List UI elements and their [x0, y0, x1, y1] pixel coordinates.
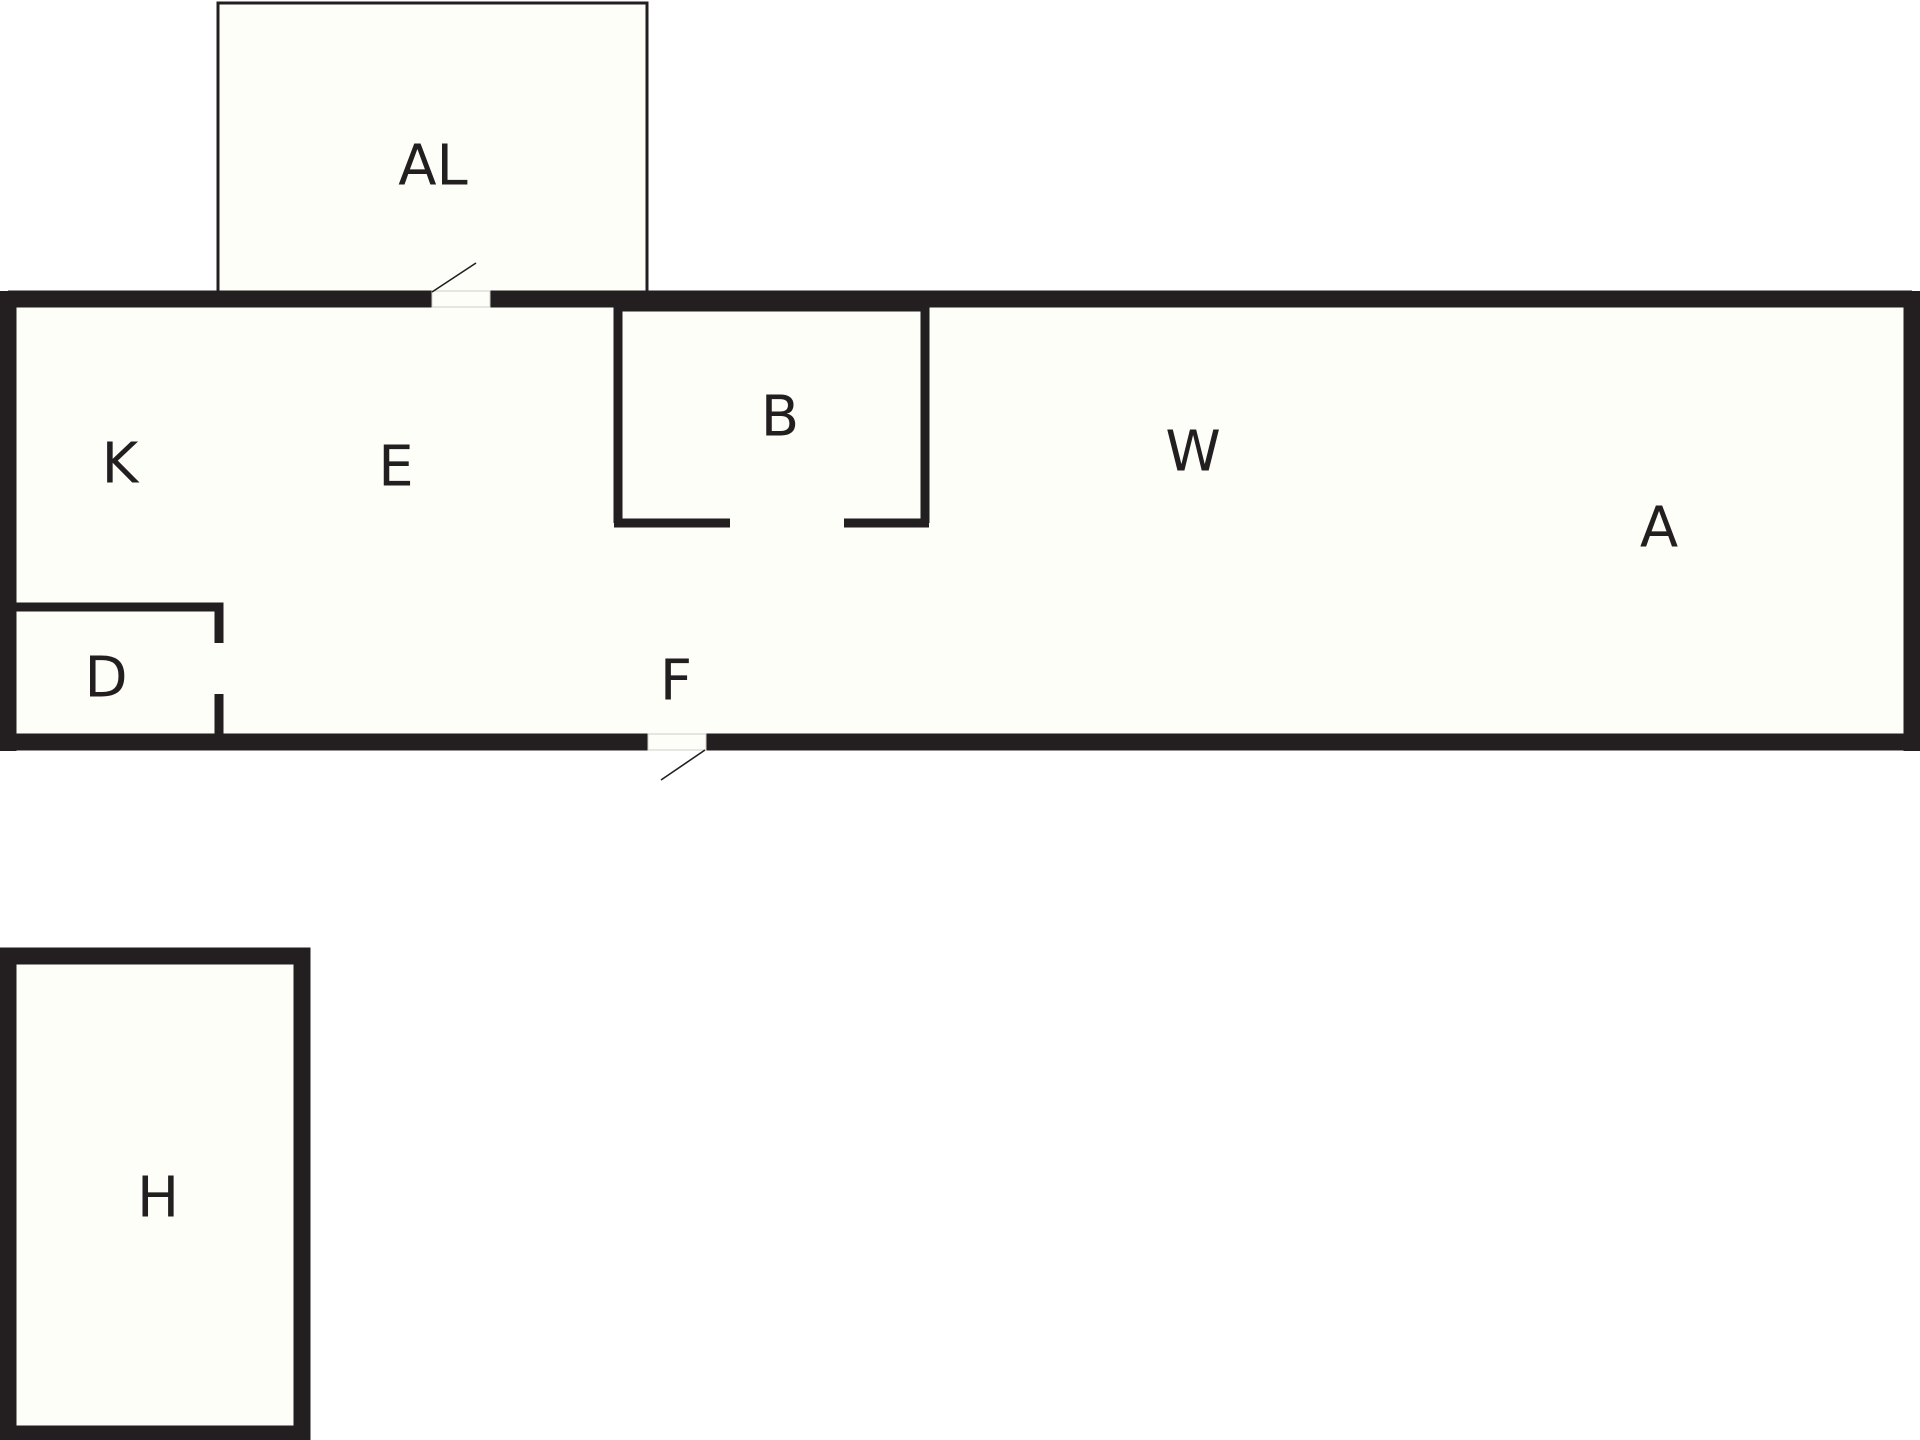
door-al-opening [431, 290, 491, 308]
room-h-fill [8, 956, 302, 1434]
room-label-k: K [102, 432, 140, 497]
room-al-fill [218, 3, 647, 299]
room-label-a: A [1640, 496, 1678, 561]
room-label-w: W [1165, 420, 1220, 485]
room-label-d: D [84, 646, 127, 711]
room-label-h: H [137, 1166, 179, 1231]
room-label-e: E [378, 435, 413, 500]
door-f-opening [647, 733, 707, 751]
room-label-f: F [660, 649, 692, 714]
door-al-swing [431, 262, 477, 293]
main-building-fill [8, 299, 1912, 742]
room-label-b: B [761, 385, 799, 450]
wall-room-h [0, 947, 311, 1440]
wall-room-d-top [16, 602, 224, 643]
door-f-swing [660, 749, 706, 781]
wall-al-annex [216, 1, 649, 291]
room-label-al: AL [398, 134, 468, 199]
wall-room-b-left [613, 302, 930, 523]
